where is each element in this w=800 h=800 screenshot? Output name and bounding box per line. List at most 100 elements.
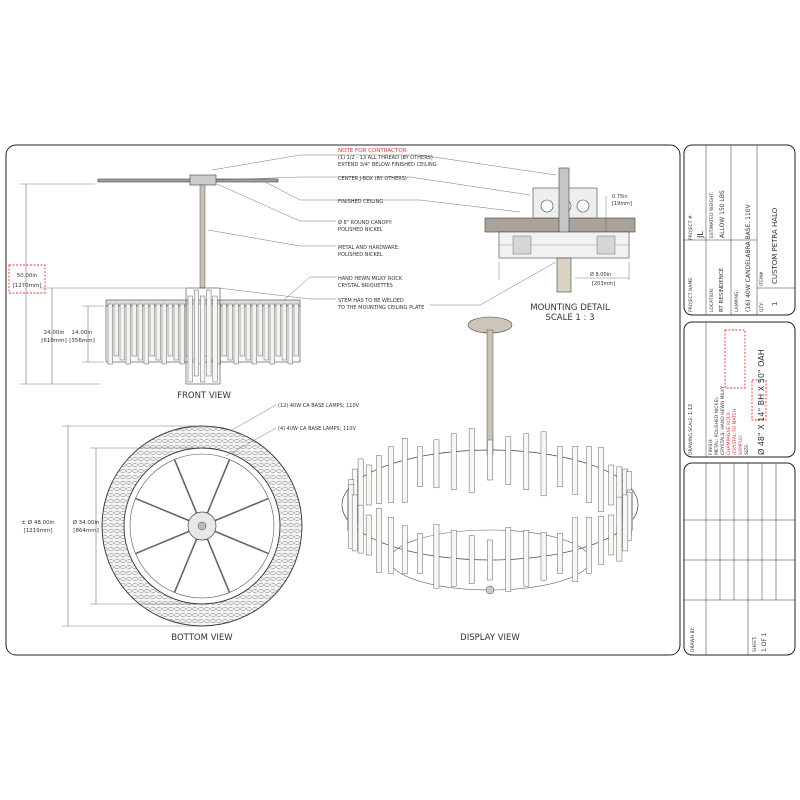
dim-inner-mm: [864mm] xyxy=(73,528,99,534)
location-label: LOCATION: xyxy=(709,288,715,312)
display-crystal xyxy=(487,439,493,481)
front-crystal xyxy=(221,303,227,357)
display-crystal xyxy=(608,514,615,556)
display-crystal xyxy=(608,464,615,506)
lamps-inner-label: (4) 40W CA BASE LAMPS; 110V xyxy=(278,426,356,432)
dim-overall-mm: [1270mm] xyxy=(12,283,41,289)
display-crystal xyxy=(540,531,547,581)
mount-dim-small-in: 0.75in xyxy=(612,194,628,200)
finish-metal: METAL: POLISHED NICKEL xyxy=(714,397,720,455)
front-crystal xyxy=(257,303,263,357)
callout-metal-2: POLISHED NICKEL xyxy=(338,252,383,258)
front-crystal xyxy=(251,303,257,365)
display-crystal xyxy=(365,464,372,506)
display-crystal xyxy=(433,439,440,489)
display-crystal xyxy=(616,496,623,562)
front-crystal xyxy=(155,303,161,361)
display-crystal xyxy=(540,431,547,497)
display-crystal xyxy=(572,446,579,495)
spoke xyxy=(135,497,190,522)
display-crystal xyxy=(586,446,592,503)
note-line1: (1) 1/2 - 13 ALL THREAD (BY OTHERS) xyxy=(338,155,433,161)
display-crystal xyxy=(357,504,364,554)
spoke xyxy=(173,459,198,514)
title-block-top-border xyxy=(683,144,796,316)
front-crystal xyxy=(125,303,131,365)
mount-stem xyxy=(556,257,572,293)
mount-title: MOUNTING DETAIL xyxy=(530,303,610,313)
front-crystal xyxy=(113,303,119,357)
size-label: SIZE: xyxy=(744,443,750,455)
mount-scale: SCALE 1 : 3 xyxy=(545,313,594,323)
front-crystal xyxy=(173,303,179,361)
item-label: ITEM# xyxy=(759,271,765,286)
front-crystal xyxy=(131,303,137,357)
dim-body-in: 14.00in xyxy=(72,330,93,336)
note-heading: NOTE FOR CONTRACTOR: xyxy=(338,148,408,154)
title-block-bottom-text: DRAWN BY: SHEET: 1 OF 1 xyxy=(690,627,768,652)
qty-label: QTY: xyxy=(759,302,765,312)
display-crystal xyxy=(523,530,530,587)
display-crystal xyxy=(487,539,493,581)
finish-red-2: (CRYSTAL TO MATCH xyxy=(732,409,738,455)
display-crystal xyxy=(417,533,423,574)
front-canopy xyxy=(189,174,217,186)
spoke xyxy=(206,538,231,593)
front-center-crystal xyxy=(206,289,212,377)
front-center-crystal xyxy=(187,295,193,383)
dim-overall-highlight xyxy=(8,264,46,294)
sheet-value: 1 OF 1 xyxy=(761,632,768,652)
display-crystal xyxy=(450,433,457,490)
display-crystal xyxy=(622,494,629,552)
display-view: DISPLAY VIEW xyxy=(341,316,639,643)
callout-crystal-1: HAND HEWN MILKY ROCK xyxy=(338,276,403,282)
display-crystal xyxy=(586,517,592,574)
front-crystal xyxy=(233,303,239,365)
bottom-view: (12) 40W CA BASE LAMPS; 110V (4) 40W CA … xyxy=(21,403,359,643)
display-crystal xyxy=(401,438,408,503)
front-crystal xyxy=(239,303,245,357)
display-crystal xyxy=(376,455,382,504)
front-center-crystal xyxy=(200,295,206,383)
lamping-value: (16) 40W CANDELABRA BASE, 110V xyxy=(745,203,752,312)
finish-red-1: CHAMPAGNE ROCK xyxy=(726,411,732,455)
size-highlight xyxy=(751,379,767,421)
dim-outer-mm: [1219mm] xyxy=(23,528,52,534)
drawing-border xyxy=(5,144,681,656)
display-crystal xyxy=(572,517,579,582)
title-block-bottom-border xyxy=(683,462,796,656)
front-crystal xyxy=(119,303,125,361)
spoke xyxy=(206,459,231,514)
display-crystal xyxy=(388,517,394,574)
front-ceiling-line xyxy=(97,178,279,183)
finish-crystal: CRYSTALS: HAND HEWN MILKY xyxy=(720,386,726,455)
front-crystal xyxy=(263,303,269,361)
finish-highlight xyxy=(724,329,746,389)
front-crystal xyxy=(161,303,167,365)
front-crystal xyxy=(281,303,287,361)
finish-red-3: SAMPLE) xyxy=(738,435,744,455)
display-crystal xyxy=(388,446,394,503)
note-line2: EXTEND 3/4" BELOW FINISHED CEILING xyxy=(338,162,437,168)
mount-dim-small-mm: [19mm] xyxy=(612,201,632,207)
display-crystal xyxy=(417,446,423,487)
dim-drop-mm: [610mm] xyxy=(41,338,67,344)
dim-body-mm: [356mm] xyxy=(69,338,95,344)
qty-value: 1 xyxy=(771,302,779,306)
display-crystal xyxy=(557,533,563,574)
size-value: Ø 48" X 14" BH X 50" OAH xyxy=(756,349,766,455)
front-crystal xyxy=(227,303,233,361)
display-crystal xyxy=(505,436,512,485)
display-stem xyxy=(486,329,494,456)
lamping-label: LAMPING: xyxy=(734,290,740,312)
display-crystal xyxy=(468,428,475,493)
display-crystal xyxy=(401,525,408,574)
display-crystal xyxy=(598,447,604,512)
mount-dim-plate-mm: [203mm] xyxy=(592,281,615,287)
lamps-outer-label: (12) 40W CA BASE LAMPS; 110V xyxy=(278,403,360,409)
display-crystal xyxy=(365,514,372,556)
display-crystal xyxy=(450,530,457,587)
title-block-mid: DRAWING SCALE: 1:12 FINISH: METAL: POLIS… xyxy=(688,322,767,457)
callout-stem-2: TO THE MOUNTING CEILING PLATE xyxy=(337,305,424,311)
